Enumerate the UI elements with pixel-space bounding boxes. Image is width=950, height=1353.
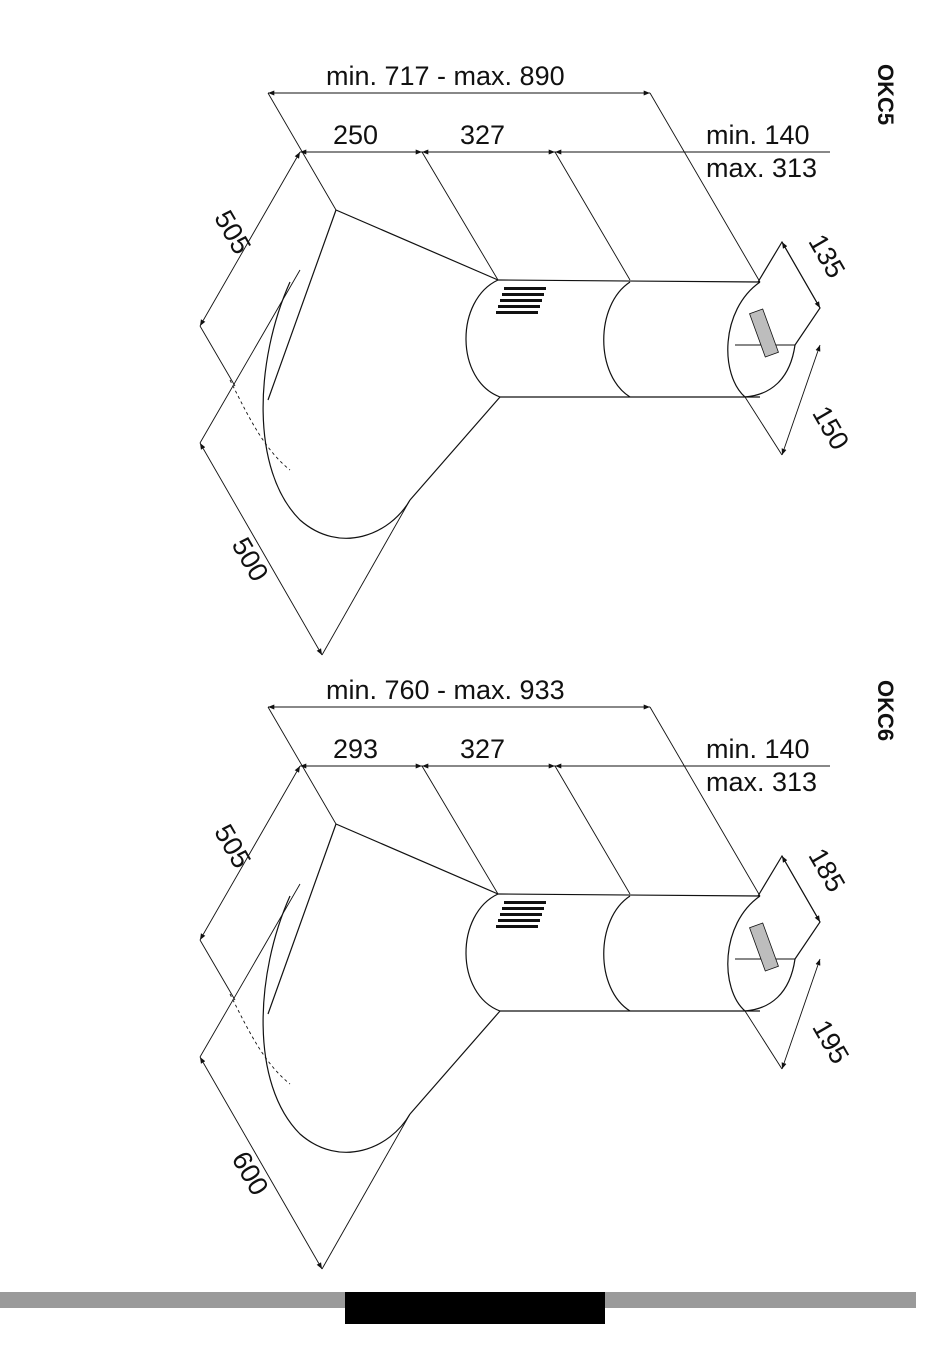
dim-width: 600: [200, 884, 410, 1269]
bracket-b-label: 195: [806, 1015, 855, 1069]
chimney-max-label: max. 313: [706, 153, 817, 183]
width-label: 500: [226, 532, 275, 586]
model-label: OKC5: [873, 64, 898, 125]
hood-body: 135 150: [230, 210, 855, 538]
overall-label: min. 717 - max. 890: [326, 61, 565, 91]
bracket-a-label: 185: [803, 843, 852, 897]
dim-overall: min. 760 - max. 933: [268, 675, 760, 896]
footer-black-tab: [345, 1292, 605, 1324]
chimney-max-label: max. 313: [706, 767, 817, 797]
depth-label: 505: [208, 205, 257, 259]
dim-overall: min. 717 - max. 890: [268, 61, 760, 282]
bracket-a-label: 135: [803, 229, 852, 283]
depth-label: 505: [208, 819, 257, 873]
dim-width: 500: [200, 270, 410, 655]
width-label: 600: [226, 1146, 275, 1200]
hood-body: 185 195: [230, 824, 855, 1152]
dim-segments: 250 327 min. 140 max. 313: [300, 120, 830, 280]
seg2-label: 327: [460, 120, 505, 150]
model-label: OKC6: [873, 680, 898, 741]
chimney-min-label: min. 140: [706, 120, 810, 150]
diagram-okc5: OKC5 min. 717 - max. 890 250 327 min. 14…: [200, 61, 898, 655]
diagram-okc6: OKC6 min. 760 - max. 933 293 327 min. 14…: [200, 675, 898, 1269]
seg1-label: 293: [333, 734, 378, 764]
dim-segments: 293 327 min. 140 max. 313: [300, 734, 830, 894]
seg1-label: 250: [333, 120, 378, 150]
chimney-min-label: min. 140: [706, 734, 810, 764]
vent-grille-icon: [496, 287, 546, 314]
overall-label: min. 760 - max. 933: [326, 675, 565, 705]
bracket-b-label: 150: [806, 401, 855, 455]
vent-grille-icon: [496, 901, 546, 928]
seg2-label: 327: [460, 734, 505, 764]
